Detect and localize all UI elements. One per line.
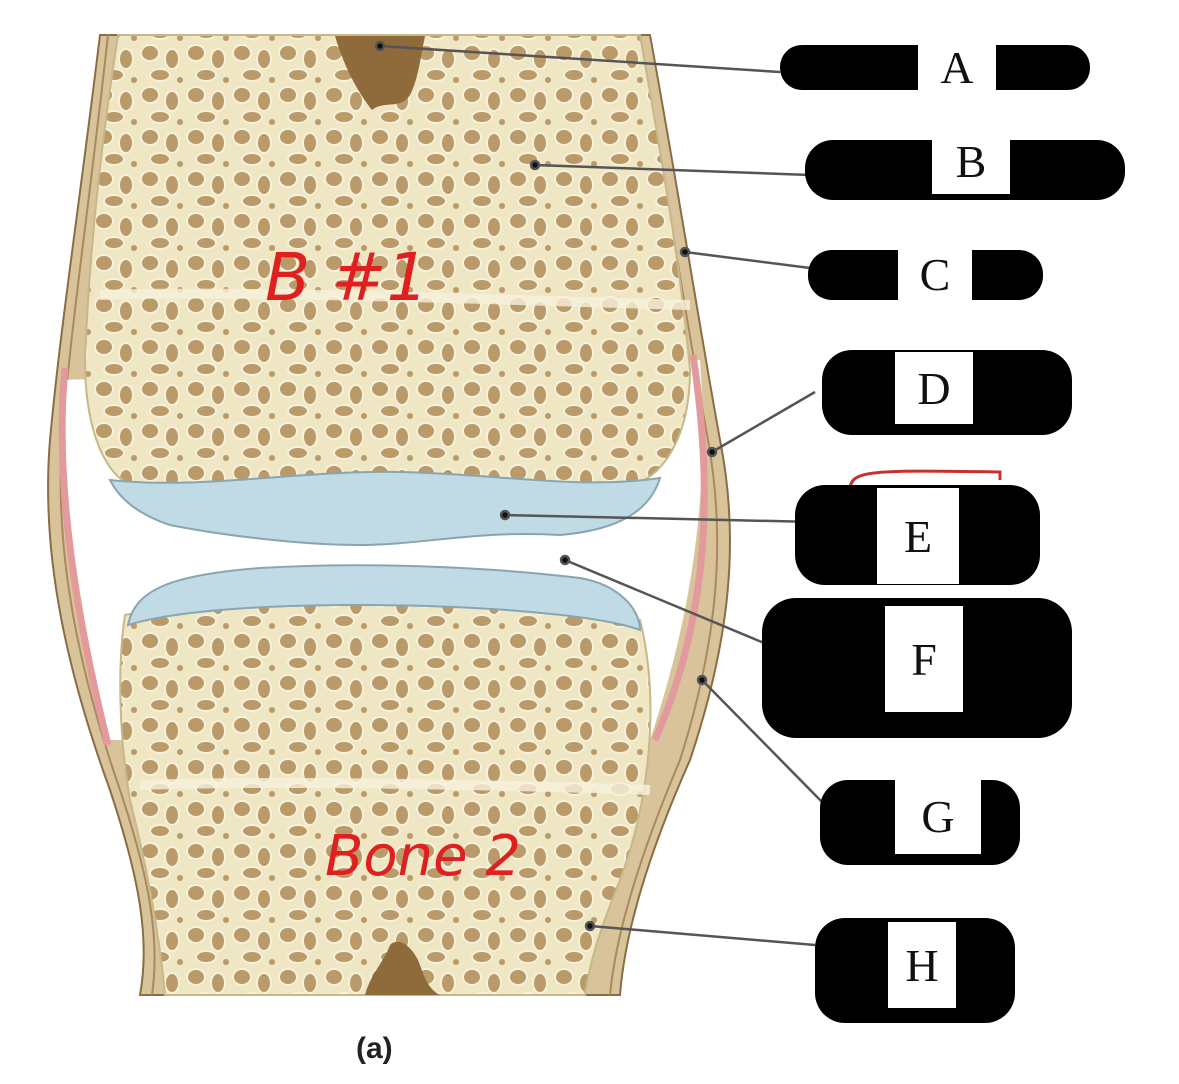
- label-d: D: [895, 352, 973, 424]
- label-f: F: [885, 606, 963, 712]
- lower-bone: [119, 603, 652, 996]
- leader-line-e: [504, 513, 816, 524]
- leader-line-f: [564, 558, 801, 660]
- leader-line-b: [534, 163, 811, 177]
- leader-line-d: [711, 390, 816, 454]
- label-c: C: [898, 248, 972, 300]
- handwritten-annotation-lower: Bone 2: [325, 824, 521, 889]
- leader-line-a: [379, 44, 781, 74]
- leader-line-c: [684, 250, 811, 270]
- leader-line-h: [589, 924, 816, 947]
- label-a: A: [918, 42, 996, 93]
- handwritten-annotation-upper: B #1: [265, 239, 429, 316]
- marrow-cavity-upper: [335, 36, 425, 110]
- synovial-membrane: [58, 367, 112, 746]
- label-b: B: [932, 128, 1010, 194]
- articular-cartilage-lower: [126, 564, 642, 632]
- label-g: G: [895, 778, 981, 854]
- articular-cartilage-upper: [108, 470, 662, 547]
- label-e: E: [877, 488, 959, 584]
- leader-line-g: [701, 679, 826, 806]
- figure-caption: (a): [356, 1032, 393, 1065]
- marrow-cavity-lower: [365, 941, 440, 995]
- label-h: H: [888, 922, 956, 1008]
